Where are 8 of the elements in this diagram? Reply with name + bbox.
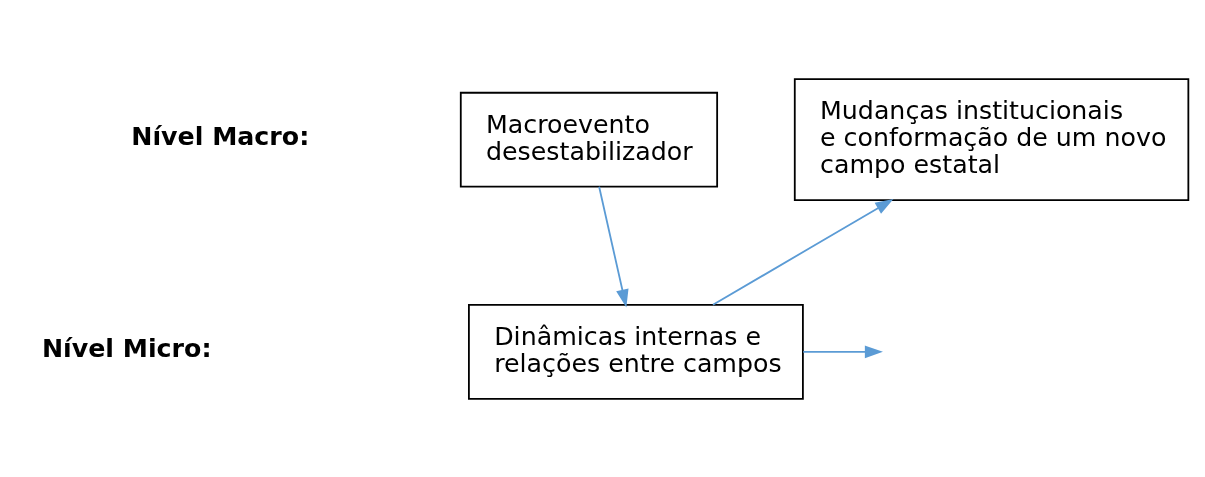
node-box: Mudanças institucionais e conformação de um novo campo estatal (793, 77, 1190, 201)
arrow (712, 198, 894, 306)
arrow (598, 185, 629, 308)
arrow (802, 345, 883, 358)
label: Nível Micro: (41, 333, 212, 363)
node-box: Dinâmicas internas e relações entre campos (468, 303, 804, 400)
node-box: Macroevento desestabilizador (459, 91, 719, 188)
label: Nível Macro: (131, 121, 310, 151)
